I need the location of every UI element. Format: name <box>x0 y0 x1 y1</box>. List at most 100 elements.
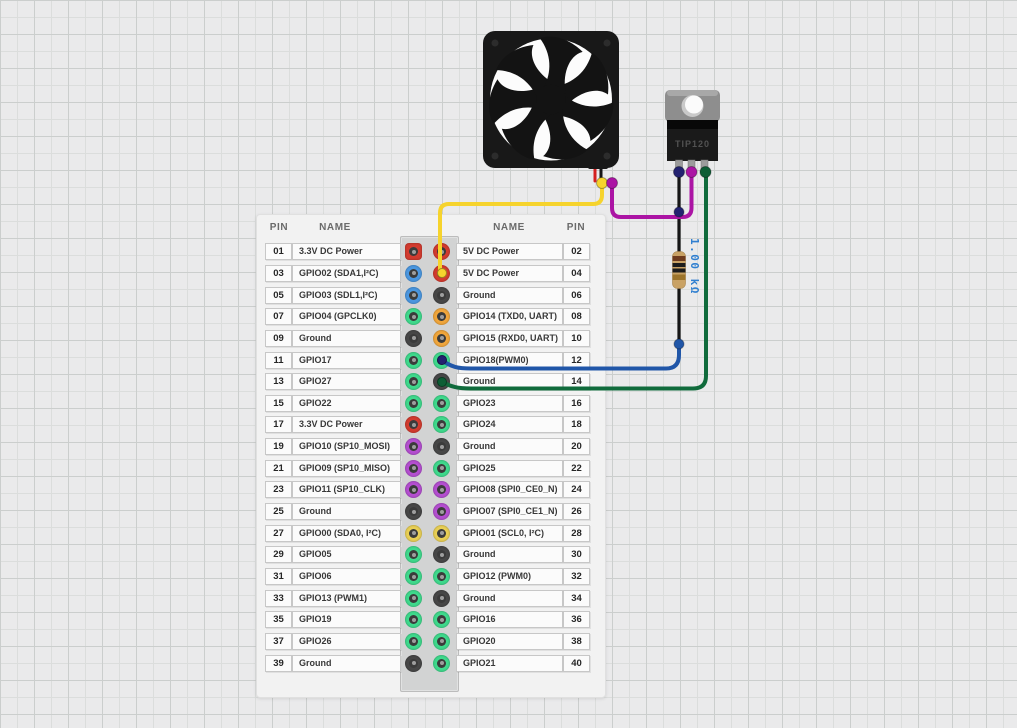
pin-name-right: 5V DC Power <box>456 264 563 282</box>
pin-hole[interactable] <box>433 438 450 456</box>
wire-magenta-collector[interactable] <box>610 172 694 219</box>
pin-hole[interactable] <box>405 546 423 564</box>
pin-hole-center <box>411 401 416 406</box>
pin-number-right: 36 <box>563 611 590 629</box>
bend-dot-resistor-top[interactable] <box>673 206 685 218</box>
wire-green-ground[interactable] <box>438 172 708 391</box>
pin-hole-ring <box>409 572 419 581</box>
terminal-dot-base[interactable] <box>673 166 685 178</box>
pin-number-left: 35 <box>265 611 292 629</box>
pin-hole[interactable] <box>405 351 423 369</box>
pin-hole[interactable] <box>433 459 450 477</box>
pin-name-right: GPIO21 <box>456 654 563 672</box>
pin-hole-ring <box>409 268 419 278</box>
pin-hole[interactable] <box>433 654 450 672</box>
pin-hole[interactable] <box>433 568 450 585</box>
header-pin-right: PIN <box>566 222 586 233</box>
junction-dot-fan-black[interactable] <box>606 177 618 189</box>
pin-number-left: 27 <box>265 524 292 542</box>
pin-name-right: GPIO01 (SCL0, I²C) <box>456 524 563 542</box>
pin-hole-center <box>411 639 416 644</box>
pin-hole[interactable] <box>433 503 450 521</box>
wire-connection-dot[interactable] <box>436 376 447 387</box>
wire-connection-dot[interactable] <box>436 268 447 279</box>
junction-dot-resistor-bottom[interactable] <box>673 338 685 350</box>
pin-hole[interactable] <box>433 286 450 304</box>
pin-name-left: GPIO27 <box>292 373 401 391</box>
pin-number-left: 01 <box>265 243 292 261</box>
pin-hole[interactable] <box>405 459 423 477</box>
pin-name-right: GPIO20 <box>456 632 563 650</box>
fan-blade <box>540 106 588 160</box>
pin-hole[interactable] <box>433 524 450 542</box>
pin-hole-ring <box>409 420 419 430</box>
pin-number-right: 22 <box>563 459 590 477</box>
terminal-dot-collector[interactable] <box>685 166 698 178</box>
pin-hole[interactable] <box>405 416 423 434</box>
pin-hole-ring <box>409 247 419 257</box>
wire-blue-gpio18[interactable] <box>438 342 681 371</box>
pin-hole-ring <box>409 528 419 538</box>
pin-name-left: GPIO03 (SDL1,I²C) <box>292 286 401 304</box>
pin-hole[interactable] <box>405 329 423 347</box>
pin-hole[interactable] <box>433 329 450 347</box>
pin-number-right: 16 <box>563 394 590 412</box>
pin-hole[interactable] <box>433 416 450 434</box>
pin-hole[interactable] <box>405 308 423 326</box>
pin-name-left: GPIO22 <box>292 394 401 412</box>
pin-hole-center <box>411 249 416 254</box>
pin-hole[interactable] <box>405 481 423 499</box>
pin-name-left: GPIO02 (SDA1,I²C) <box>292 264 401 282</box>
pin-hole[interactable] <box>405 654 423 672</box>
pin-hole[interactable] <box>405 503 423 521</box>
pin-hole[interactable] <box>405 611 423 629</box>
transistor-label: TIP120 <box>675 139 710 149</box>
pin-hole-ring <box>409 442 419 452</box>
pin-hole[interactable] <box>405 264 423 282</box>
pin-hole[interactable] <box>405 524 423 542</box>
pin-hole[interactable] <box>433 394 450 412</box>
fan[interactable] <box>479 25 624 183</box>
pin-hole[interactable] <box>433 264 450 282</box>
transistor-tip120[interactable]: TIP120 <box>665 90 720 172</box>
pin-hole[interactable] <box>405 568 423 585</box>
pin-number-left: 39 <box>265 654 292 672</box>
pin-hole-center <box>411 271 416 276</box>
resistor-band-1 <box>672 256 686 261</box>
pin-hole-center <box>439 617 444 622</box>
pin-number-left: 33 <box>265 589 292 607</box>
fan-blade <box>553 94 614 141</box>
pin-hole[interactable] <box>405 394 423 412</box>
pin-hole-ring <box>437 593 446 603</box>
wire-yellow-5v[interactable] <box>438 181 604 274</box>
pin-hole[interactable] <box>405 286 423 304</box>
resistor-1k[interactable]: 1.00 kΩ <box>672 238 702 295</box>
pin-hole[interactable] <box>433 308 450 326</box>
pin-hole-ring <box>409 593 419 603</box>
pin-number-right: 30 <box>563 546 590 564</box>
pin-hole[interactable] <box>433 481 450 499</box>
pin-hole-ring <box>409 636 419 646</box>
pin-number-left: 03 <box>265 264 292 282</box>
pin-hole[interactable] <box>405 243 423 261</box>
pin-hole[interactable] <box>433 546 450 564</box>
pin-hole[interactable] <box>405 438 423 456</box>
terminal-dot-emitter[interactable] <box>699 166 712 178</box>
pin-hole[interactable] <box>405 589 423 607</box>
pin-hole[interactable] <box>433 589 450 607</box>
pin-hole[interactable] <box>433 632 450 650</box>
junction-dot-fan-red[interactable] <box>596 177 608 189</box>
wire-connection-dot[interactable] <box>436 355 447 365</box>
pin-name-left: GPIO13 (PWM1) <box>292 589 401 607</box>
pin-hole[interactable] <box>405 632 423 650</box>
pin-name-right: Ground <box>456 286 563 304</box>
pin-hole[interactable] <box>405 373 423 391</box>
pin-hole[interactable] <box>433 611 450 629</box>
resistor-band-2 <box>672 263 686 267</box>
